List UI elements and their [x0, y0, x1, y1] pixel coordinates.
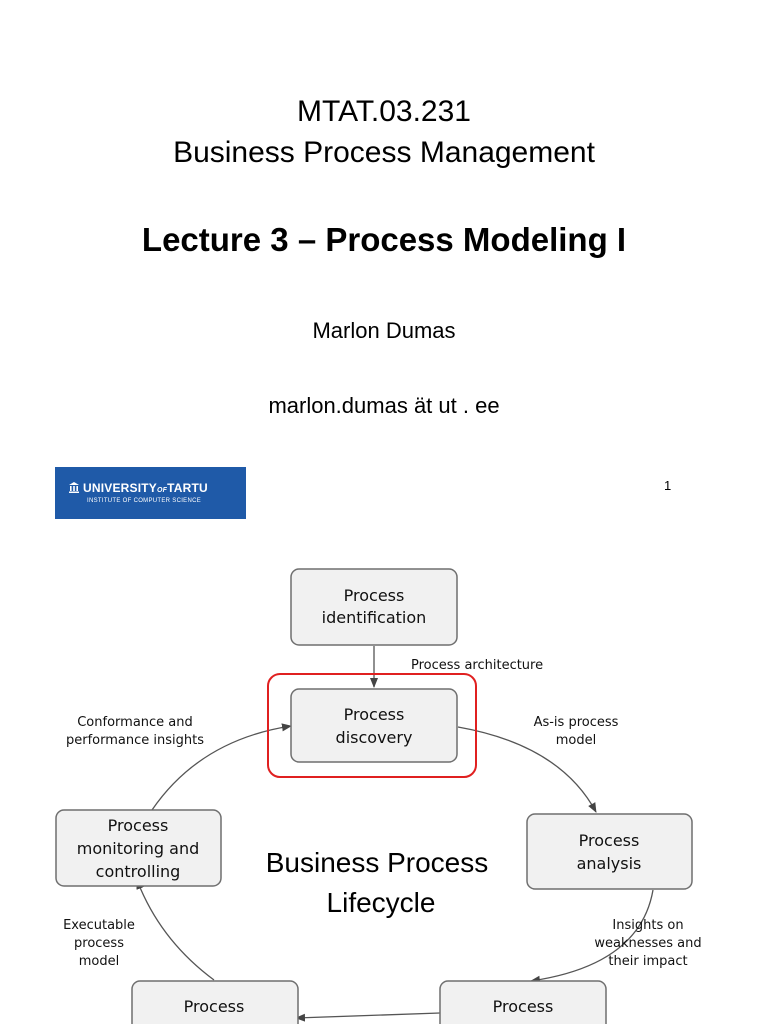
node-label: Process: [344, 586, 405, 605]
node-label: Process: [108, 816, 169, 835]
edge-label-as-is-model: model: [556, 733, 596, 748]
lifecycle-title: Lifecycle: [327, 887, 436, 918]
edge-label-insights: Insights on: [612, 918, 683, 933]
node-label: discovery: [336, 728, 413, 747]
node-process-implementation: Process: [131, 980, 299, 1024]
author-email: marlon.dumas ät ut . ee: [268, 393, 500, 418]
edge-label-as-is-model: As-is process: [534, 715, 619, 730]
page-number: 1: [664, 478, 672, 493]
node-label: Process: [184, 997, 245, 1016]
lecture-title: Lecture 3 – Process Modeling I: [141, 221, 627, 258]
node-process-monitoring: Process monitoring and controlling: [55, 809, 222, 887]
lifecycle-title: Business Process: [266, 847, 489, 878]
logo-text-university: UNIVERSITY: [83, 481, 158, 495]
arrow-redesign-to-implementation: [295, 1012, 441, 1022]
node-process-discovery: Process discovery: [290, 688, 458, 763]
edge-label-insights: weaknesses and: [594, 936, 701, 951]
bpm-lifecycle-diagram: Process identification Process discovery…: [55, 568, 702, 1024]
logo-text-tartu: TARTU: [167, 481, 208, 495]
edge-label-conformance: performance insights: [66, 733, 204, 748]
node-process-analysis: Process analysis: [526, 813, 693, 890]
logo-text-of: OF: [157, 487, 168, 494]
node-label: Process: [493, 997, 554, 1016]
node-process-identification: Process identification: [290, 568, 458, 646]
arrow-analysis-to-redesign: [530, 889, 654, 984]
node-label: analysis: [577, 854, 642, 873]
arrow-monitoring-to-discovery: [151, 723, 292, 811]
node-label: controlling: [96, 862, 181, 881]
current-phase-highlight: [267, 673, 477, 778]
edge-label-executable-model: model: [79, 954, 119, 969]
node-label: Process: [344, 705, 405, 724]
arrow-implementation-to-monitoring: [136, 879, 215, 981]
node-label: monitoring and: [77, 839, 200, 858]
author-name: Marlon Dumas: [312, 318, 456, 343]
edge-label-executable-model: Executable: [63, 918, 135, 933]
node-process-redesign: Process: [439, 980, 607, 1024]
logo-subtitle: INSTITUTE OF COMPUTER SCIENCE: [87, 498, 202, 504]
course-name: Business Process Management: [173, 136, 595, 169]
course-code: MTAT.03.231: [297, 95, 471, 128]
edge-label-executable-model: process: [74, 936, 124, 951]
edge-label-conformance: Conformance and: [77, 715, 193, 730]
university-logo: UNIVERSITYOFTARTU INSTITUTE OF COMPUTER …: [55, 467, 246, 519]
university-building-icon: [69, 482, 79, 493]
arrow-discovery-to-analysis: [457, 726, 597, 813]
edge-label-insights: their impact: [608, 954, 687, 969]
node-label: identification: [322, 608, 427, 627]
node-label: Process: [579, 831, 640, 850]
edge-label-process-architecture: Process architecture: [411, 658, 543, 673]
